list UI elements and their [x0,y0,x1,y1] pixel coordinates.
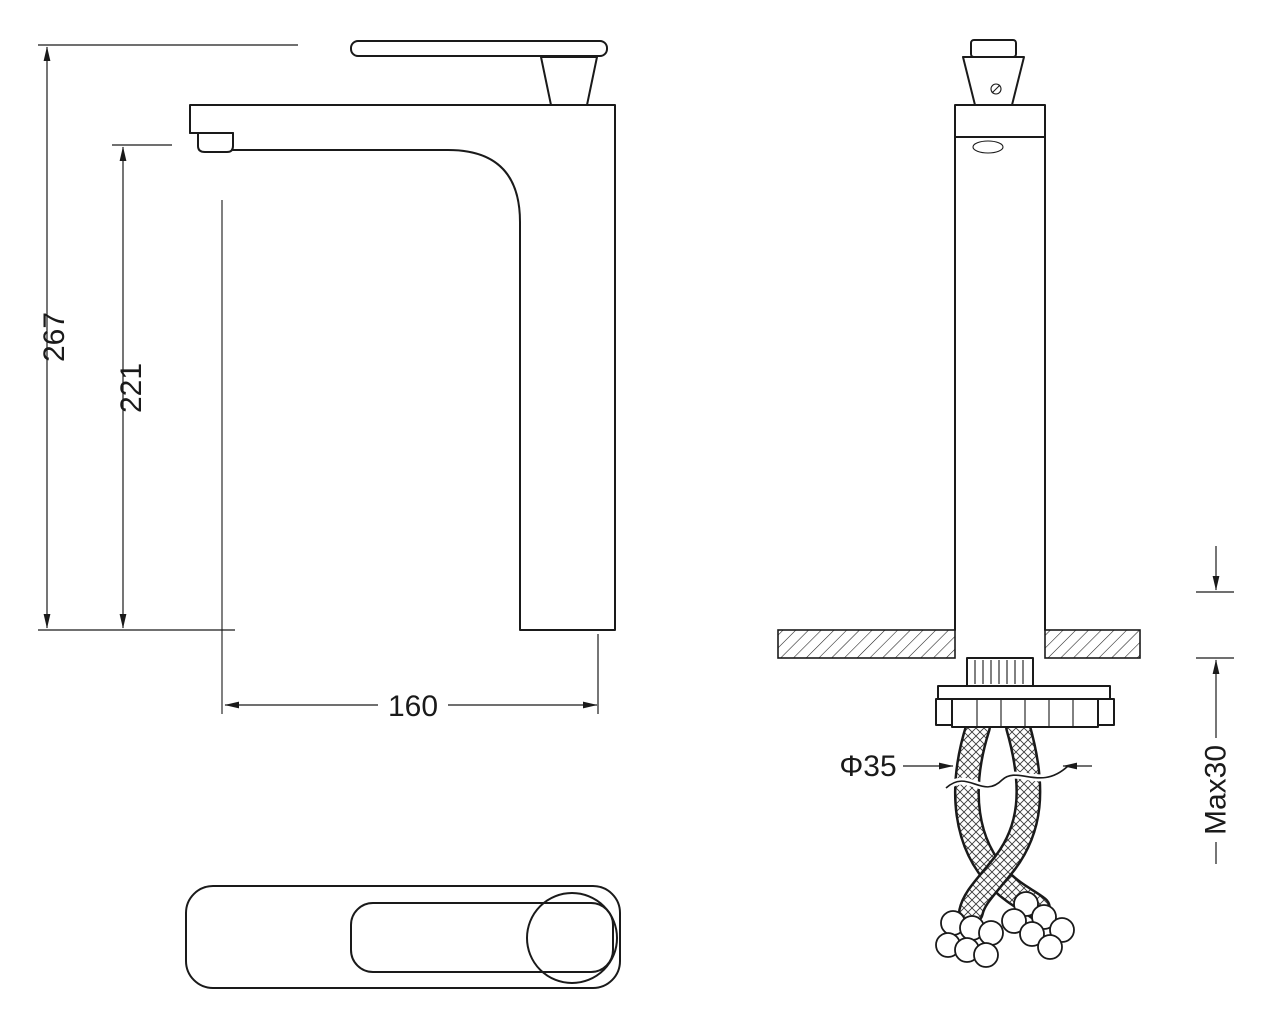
hose-fitting-right [1001,891,1075,960]
dim-label-spout-reach: 160 [388,690,438,723]
dim-spout-reach: 160 [224,634,599,723]
side-handle-stem [962,56,1025,106]
dim-label-spout-height: 221 [115,363,148,413]
front-spout-outlet [197,132,234,153]
horseshoe-washer [937,685,1111,700]
handle-set-screw [990,83,1002,95]
nut-lug-left [935,698,953,726]
aerator [972,140,1004,154]
supply-hoses [943,714,1071,925]
hose-fitting-left [935,910,1004,968]
top-view-body [185,885,621,989]
side-view [777,39,1141,968]
top-view [185,885,621,989]
top-view-handle [350,902,614,973]
dim-max-thickness: Max30 [1196,546,1234,864]
hose-right [960,716,1039,923]
top-view-cartridge-circle [526,892,618,984]
front-body-outline [189,104,616,631]
side-body-outline [954,104,1046,631]
threaded-shank [966,657,1034,687]
front-view [189,40,616,714]
counter-right [1044,629,1141,659]
dim-hole-diameter: Φ35 [839,750,1092,783]
mounting-hardware [935,685,1115,728]
side-handle-top [970,39,1017,58]
nut-lug-right [1097,698,1115,726]
dim-label-max-thickness: Max30 [1200,745,1233,835]
counter-left [777,629,956,659]
dim-label-hole-diameter: Φ35 [839,750,896,783]
dim-spout-height: 221 [112,144,172,629]
break-line [945,765,1069,789]
front-handle-stem [540,56,598,106]
dim-overall-height: 267 [38,44,298,631]
front-handle-lever [350,40,608,57]
dim-label-overall-height: 267 [38,312,71,362]
set-screw-slot [991,84,1001,94]
